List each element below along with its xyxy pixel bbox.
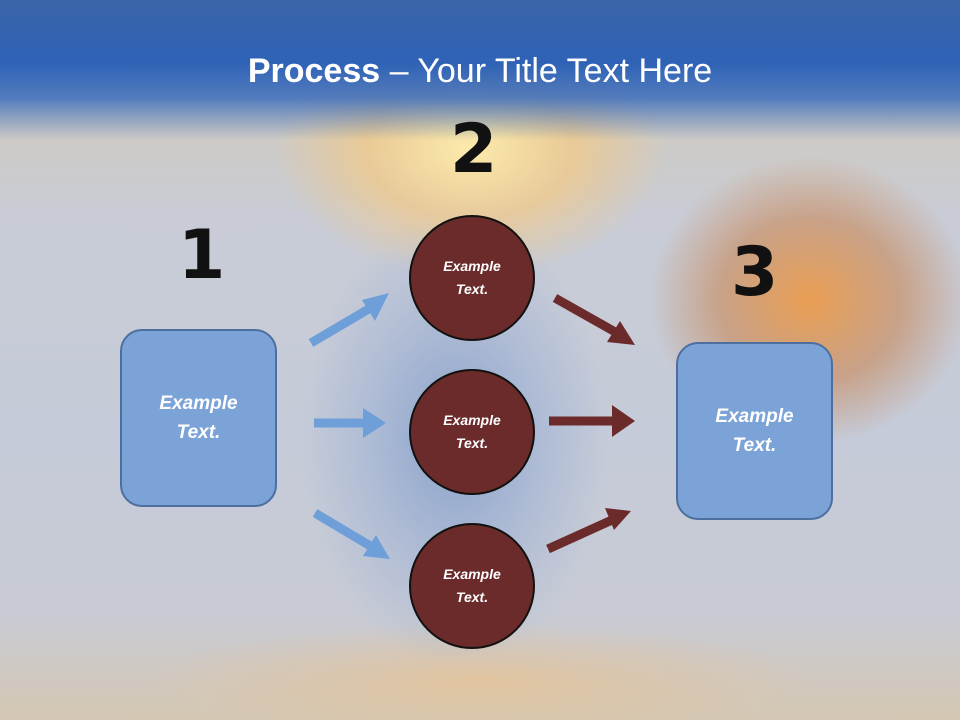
circle-bottom-line2: Text.	[455, 589, 489, 605]
title-bold: Process	[247, 52, 381, 90]
red-arrow-middle	[549, 405, 635, 437]
blue-arrow-bottom	[312, 509, 390, 559]
red-arrow-top	[552, 294, 635, 345]
step-number-2: 2	[450, 110, 498, 189]
circle-bottom: Example Text.	[409, 523, 535, 649]
right-box-line2: Text.	[732, 435, 777, 456]
circle-top-line2: Text.	[455, 281, 489, 297]
circle-top: Example Text.	[409, 215, 535, 341]
right-box-line1: Example	[715, 406, 794, 427]
circle-middle: Example Text.	[409, 369, 535, 495]
circle-middle-line2: Text.	[455, 435, 489, 451]
title-rest: – Your Title Text Here	[380, 52, 713, 90]
left-box-line1: Example	[159, 393, 238, 414]
circle-middle-line1: Example	[443, 412, 501, 428]
right-box: Example Text.	[676, 342, 833, 520]
left-box-line2: Text.	[176, 422, 221, 443]
circle-top-line1: Example	[443, 258, 501, 274]
title-bar	[0, 0, 960, 140]
slide-title: Process – Your Title Text Here	[0, 52, 960, 91]
step-number-3: 3	[731, 233, 779, 312]
circle-bottom-line1: Example	[443, 566, 501, 582]
blue-arrow-top	[308, 293, 389, 347]
step-number-1: 1	[178, 216, 226, 295]
blue-arrow-middle	[314, 408, 386, 438]
red-arrow-bottom	[546, 508, 631, 554]
left-box: Example Text.	[120, 329, 277, 507]
